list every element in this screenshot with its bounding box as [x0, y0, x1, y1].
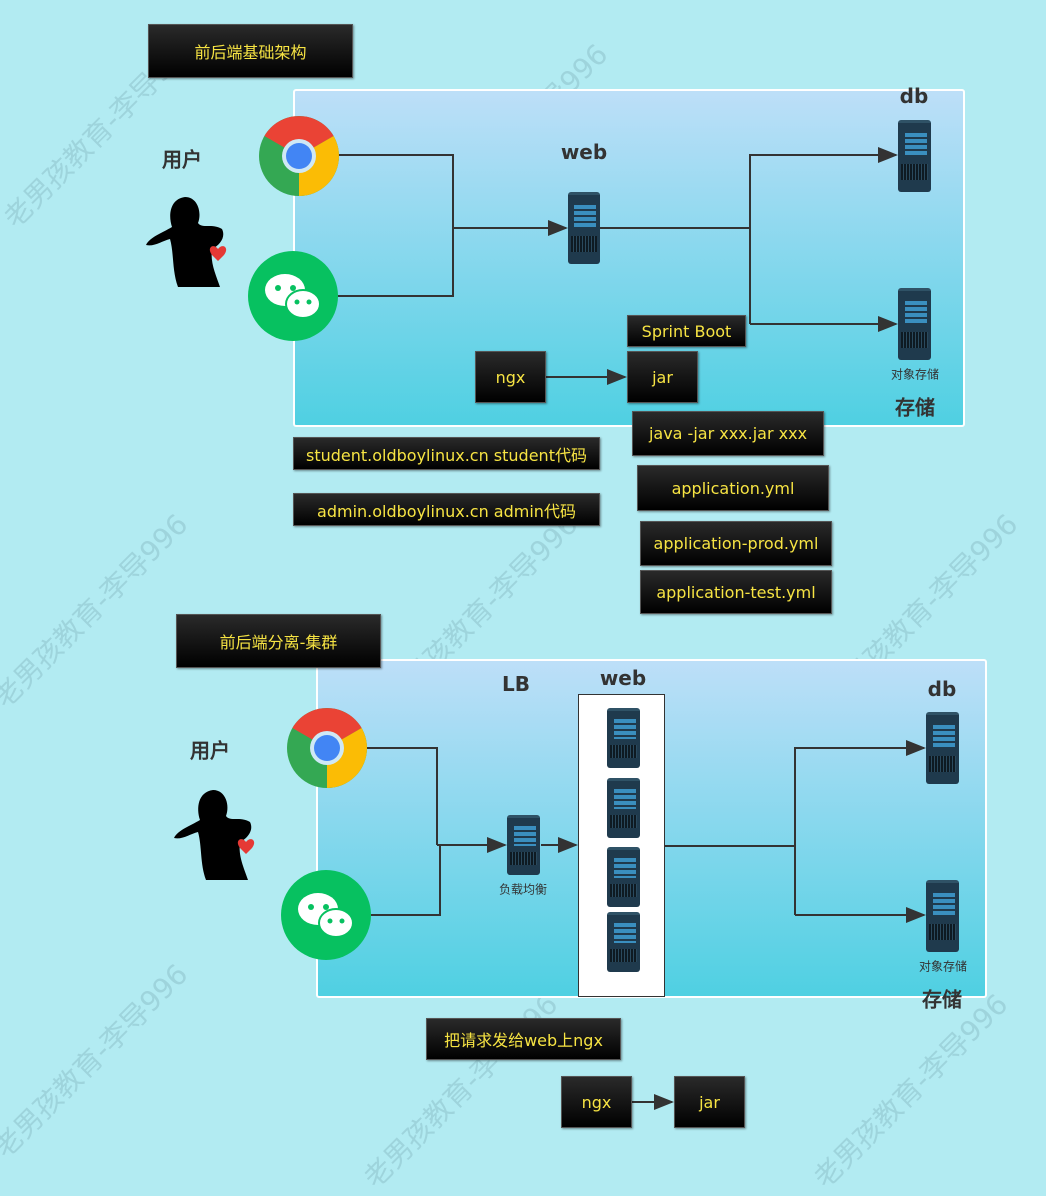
wechat-icon[interactable]	[248, 251, 338, 341]
user-label: 用户	[190, 738, 230, 763]
chrome-icon[interactable]	[258, 115, 340, 197]
lb-label: LB	[502, 672, 530, 696]
user-silhouette-icon	[146, 197, 227, 287]
forward-note-label: 把请求发给web上ngx	[426, 1018, 621, 1060]
config-file-label: application-test.yml	[640, 570, 832, 614]
web-server-icon	[607, 708, 640, 768]
web-server-icon	[607, 847, 640, 907]
storage-server-icon	[898, 288, 931, 360]
storage-server-icon	[926, 880, 959, 952]
db-label: db	[899, 84, 929, 108]
load-balancer-label: 负载均衡	[498, 882, 548, 897]
connector-lines	[338, 147, 926, 1110]
web-server-icon	[568, 192, 600, 264]
object-storage-label: 对象存储	[890, 367, 940, 382]
web-server-icon	[607, 778, 640, 838]
web-label: web	[560, 140, 608, 164]
storage-label: 存储	[895, 395, 935, 420]
chrome-icon[interactable]	[286, 707, 368, 789]
ngx-box: ngx	[475, 351, 546, 403]
domain-label: admin.oldboylinux.cn admin代码	[293, 493, 600, 526]
web-label: web	[599, 666, 647, 690]
db-server-icon	[926, 712, 959, 784]
object-storage-label: 对象存储	[918, 959, 968, 974]
section2-title: 前后端分离-集群	[176, 614, 381, 668]
jar-box: jar	[627, 351, 698, 403]
section1-title: 前后端基础架构	[148, 24, 353, 78]
domain-label: student.oldboylinux.cn student代码	[293, 437, 600, 470]
db-label: db	[927, 677, 957, 701]
lb-server-icon	[507, 815, 540, 875]
user-silhouette-icon	[174, 790, 255, 880]
storage-label: 存储	[922, 987, 962, 1012]
config-file-label: application-prod.yml	[640, 521, 832, 566]
user-label: 用户	[162, 147, 202, 172]
db-server-icon	[898, 120, 931, 192]
config-file-label: application.yml	[637, 465, 829, 511]
web-server-icon	[607, 912, 640, 972]
java-command-label: java -jar xxx.jar xxx	[632, 411, 824, 456]
ngx-box: ngx	[561, 1076, 632, 1128]
spring-boot-label: Sprint Boot	[627, 315, 746, 347]
wechat-icon[interactable]	[281, 870, 371, 960]
jar-box: jar	[674, 1076, 745, 1128]
